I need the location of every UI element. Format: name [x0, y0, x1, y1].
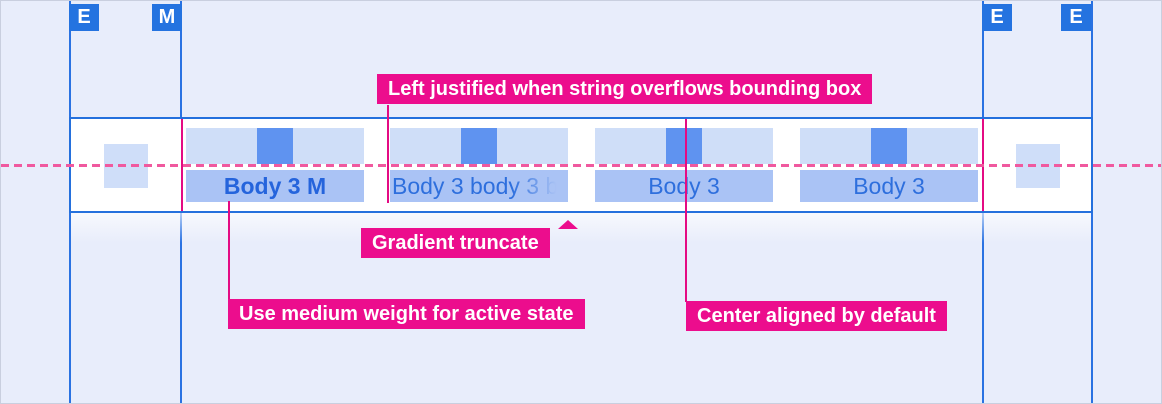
baseline-dashed-line	[1, 164, 1161, 167]
pointer-arrow-gradient-truncate	[558, 220, 578, 229]
tab-icon-area	[390, 128, 568, 164]
tab-icon-placeholder	[871, 128, 907, 164]
tab-default-1[interactable]: Body 3	[595, 128, 773, 202]
pointer-line-medium-weight	[228, 201, 230, 300]
tab-label-default: Body 3	[800, 170, 978, 202]
annotation-center-aligned: Center aligned by default	[686, 301, 947, 331]
tab-bar-shadow	[71, 213, 1091, 243]
pointer-line-center-aligned	[685, 119, 687, 302]
tab-label-default: Body 3	[595, 170, 773, 202]
keyline-flag-e-left: E	[69, 4, 99, 31]
annotation-medium-weight: Use medium weight for active state	[228, 299, 585, 329]
keyline-flag-e-right-edge: E	[1061, 4, 1091, 31]
annotation-gradient-truncate: Gradient truncate	[361, 228, 550, 258]
tab-icon-placeholder	[257, 128, 293, 164]
tab-label-overflow: Body 3 body 3 b	[390, 170, 568, 202]
tab-label-active: Body 3 M	[186, 170, 364, 202]
tab-icon-placeholder	[666, 128, 702, 164]
keyline-flag-m: M	[152, 4, 182, 31]
annotation-left-justified: Left justified when string overflows bou…	[377, 74, 873, 104]
tab-default-2[interactable]: Body 3	[800, 128, 978, 202]
tab-icon-area	[595, 128, 773, 164]
tab-icon-placeholder	[461, 128, 497, 164]
tab-active[interactable]: Body 3 M	[186, 128, 364, 202]
tab-icon-area	[800, 128, 978, 164]
tab-label-text: Body 3 body 3 b	[392, 172, 559, 199]
pointer-line-left-justified	[387, 105, 389, 203]
tab-label-text: Body 3	[853, 172, 925, 199]
keyline-flag-e-right-content: E	[982, 4, 1012, 31]
tab-overflow[interactable]: Body 3 body 3 b	[390, 128, 568, 202]
tab-icon-area	[186, 128, 364, 164]
tab-label-text: Body 3 M	[223, 172, 327, 199]
tab-label-text: Body 3	[648, 172, 720, 199]
